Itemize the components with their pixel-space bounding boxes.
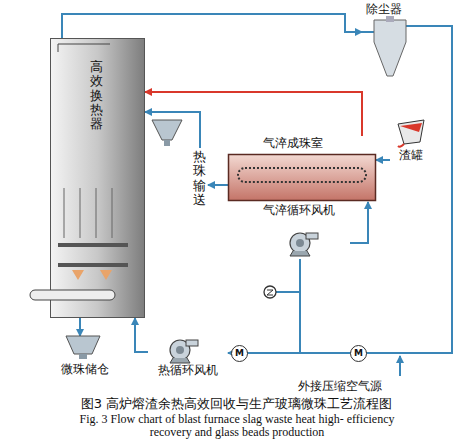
pipe-connector: [376, 159, 390, 161]
node-label: 除尘器: [366, 2, 402, 16]
pipe-connector: [135, 318, 148, 352]
pipe-connector: [79, 318, 81, 336]
node-label: 气淬成珠室: [263, 136, 323, 150]
valve-motor: M: [350, 345, 367, 362]
quench-fan: 气淬循环风机: [262, 203, 350, 259]
pipe-connector: [62, 14, 362, 38]
quench-chamber: 气淬成珠室: [228, 136, 376, 202]
cyclone-separator: 除尘器: [362, 2, 414, 82]
air-source-label: 外接压缩空气源: [298, 378, 382, 395]
node-label: 高效换热器: [90, 60, 103, 131]
figure-caption: 图3 高炉熔渣余热高效回收与生产玻璃微珠工艺流程图: [0, 396, 473, 412]
node-label: 气淬循环风机: [263, 203, 335, 217]
hot-fan: 热循环风机: [148, 334, 228, 378]
node-label: 热珠输送: [193, 150, 206, 207]
node-label: 热循环风机: [158, 363, 218, 377]
node-label: 渣罐: [399, 148, 423, 162]
pipe-connector: [208, 184, 228, 186]
pipe-connector: [228, 26, 452, 353]
heat-exchanger: 高效换热器: [50, 38, 145, 318]
valve-motor: M: [231, 345, 248, 362]
pipe-connector: [145, 92, 362, 136]
conveyor-label: 热珠输送: [192, 148, 208, 220]
node-label: 微珠储仓: [61, 362, 109, 376]
caption-english: Fig. 3 Flow chart of blast furnace slag …: [66, 413, 408, 439]
pipe-connector: [145, 112, 200, 148]
slag-ladle: 渣罐: [390, 118, 432, 166]
bead-silo: 微珠储仓: [48, 336, 122, 378]
pipe-connector: [350, 202, 368, 243]
